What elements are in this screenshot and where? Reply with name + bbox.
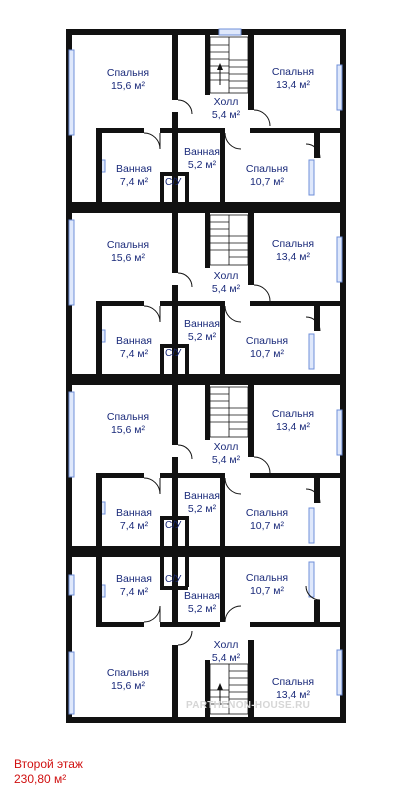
door-swings	[143, 99, 321, 646]
label-wc: С/У	[165, 574, 182, 585]
floor-area: 230,80 м²	[14, 772, 67, 786]
label-wc: С/У	[165, 348, 182, 359]
unit-walls	[96, 35, 340, 717]
stairs	[209, 36, 249, 715]
floor-title: Второй этаж	[14, 757, 83, 771]
outer-walls	[66, 29, 346, 723]
stair-arrows	[217, 63, 223, 705]
watermark: PARTHENON-HOUSE.RU	[186, 700, 311, 711]
label-wc: С/У	[165, 177, 182, 188]
label-wc: С/У	[165, 520, 182, 531]
windows	[68, 28, 343, 715]
